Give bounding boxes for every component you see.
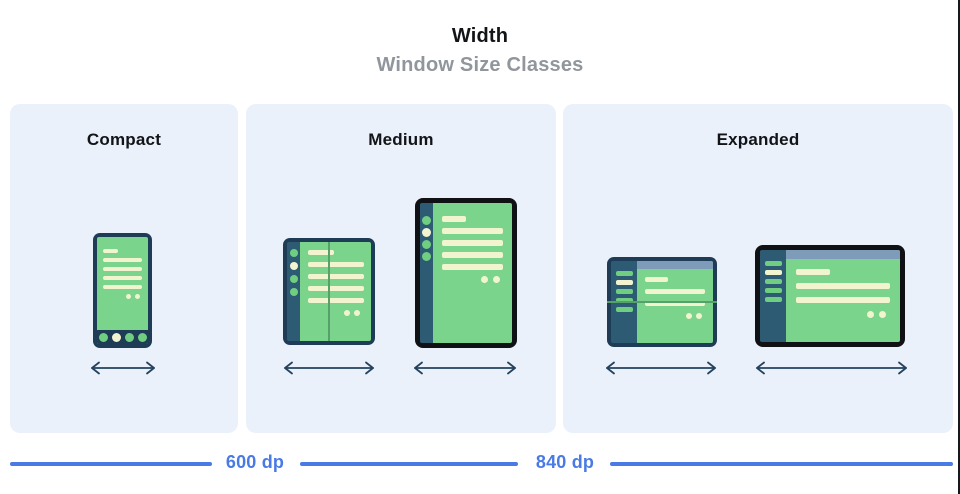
drawer-item-icon <box>764 270 782 275</box>
drawer-item-icon <box>615 307 633 312</box>
drawer-item-icon <box>764 297 782 302</box>
content-line <box>308 250 334 255</box>
content-dots <box>645 313 705 319</box>
content-dots <box>308 310 364 316</box>
ruler-line <box>610 462 953 466</box>
nav-dot-icon <box>137 332 147 342</box>
ruler-line <box>10 462 212 466</box>
screen-content <box>786 259 900 318</box>
content-line <box>308 286 364 291</box>
drawer-item-icon <box>615 298 633 303</box>
rail-dot-icon <box>289 288 298 296</box>
content-line <box>645 301 705 306</box>
content-line <box>645 277 668 282</box>
content-line <box>103 249 118 253</box>
drawer-item-icon <box>615 271 633 276</box>
phone-content <box>97 237 148 299</box>
panel-expanded: Expanded <box>563 104 953 433</box>
tablet-landscape-illustration <box>755 245 905 347</box>
nav-drawer <box>760 250 786 342</box>
content-line <box>103 258 142 262</box>
drawer-item-icon <box>764 279 782 284</box>
content-line <box>308 262 364 267</box>
content-line <box>308 274 364 279</box>
rail-dot-icon <box>289 249 298 257</box>
panel-expanded-title: Expanded <box>716 130 800 149</box>
page-subtitle: Window Size Classes <box>376 54 584 76</box>
panel-compact: Compact <box>10 104 238 433</box>
content-line <box>796 269 830 275</box>
width-arrow-icon <box>605 361 717 375</box>
content-dots <box>442 276 503 283</box>
page-title: Width <box>451 25 509 47</box>
content-line <box>103 267 142 271</box>
content-line <box>442 252 503 258</box>
width-arrow-icon <box>755 361 908 375</box>
image-right-border <box>958 0 960 494</box>
content-line <box>442 228 503 234</box>
rail-dot-icon <box>422 228 431 237</box>
width-arrow-icon <box>413 361 517 375</box>
fold-crease <box>607 301 717 303</box>
content-line <box>442 216 467 222</box>
nav-dot-icon <box>98 332 108 342</box>
content-line <box>103 276 142 280</box>
content-line <box>442 240 503 246</box>
rail-dot-icon <box>422 216 431 225</box>
panel-medium-title: Medium <box>368 130 434 149</box>
screen-content <box>433 203 512 343</box>
content-dots <box>796 311 890 318</box>
nav-rail <box>287 242 300 341</box>
rail-dot-icon <box>289 262 298 270</box>
app-topbar <box>637 261 713 269</box>
width-arrow-icon <box>283 361 375 375</box>
breakpoint-600dp-label: 600 dp <box>225 452 285 472</box>
phone-illustration <box>93 233 152 348</box>
breakpoint-840dp-label: 840 dp <box>535 452 595 472</box>
phone-navbar <box>97 330 148 344</box>
nav-dot-icon <box>124 332 134 342</box>
drawer-item-icon <box>764 261 782 266</box>
width-arrow-icon <box>90 361 156 375</box>
content-line <box>442 264 503 270</box>
nav-dot-icon <box>111 332 121 342</box>
app-topbar <box>786 250 900 259</box>
drawer-item-icon <box>615 280 633 285</box>
tablet-portrait-illustration <box>415 198 517 348</box>
rail-dot-icon <box>422 240 431 249</box>
fold-crease <box>328 242 330 341</box>
panel-medium: Medium <box>246 104 556 433</box>
screen-content <box>637 269 713 319</box>
drawer-item-icon <box>615 289 633 294</box>
nav-rail <box>420 203 433 343</box>
content-line <box>103 285 142 289</box>
drawer-item-icon <box>764 288 782 293</box>
screen-content <box>300 242 371 341</box>
content-line <box>308 298 364 303</box>
content-line <box>645 289 705 294</box>
screen-main <box>786 250 900 342</box>
rail-dot-icon <box>422 252 431 261</box>
content-line <box>796 283 890 289</box>
phone-screen <box>97 237 148 344</box>
panel-compact-title: Compact <box>86 130 162 149</box>
content-dots <box>103 294 142 299</box>
content-line <box>796 297 890 303</box>
ruler-line <box>300 462 518 466</box>
foldable-landscape-illustration <box>607 257 717 347</box>
rail-dot-icon <box>289 275 298 283</box>
foldable-portrait-illustration <box>283 238 375 345</box>
